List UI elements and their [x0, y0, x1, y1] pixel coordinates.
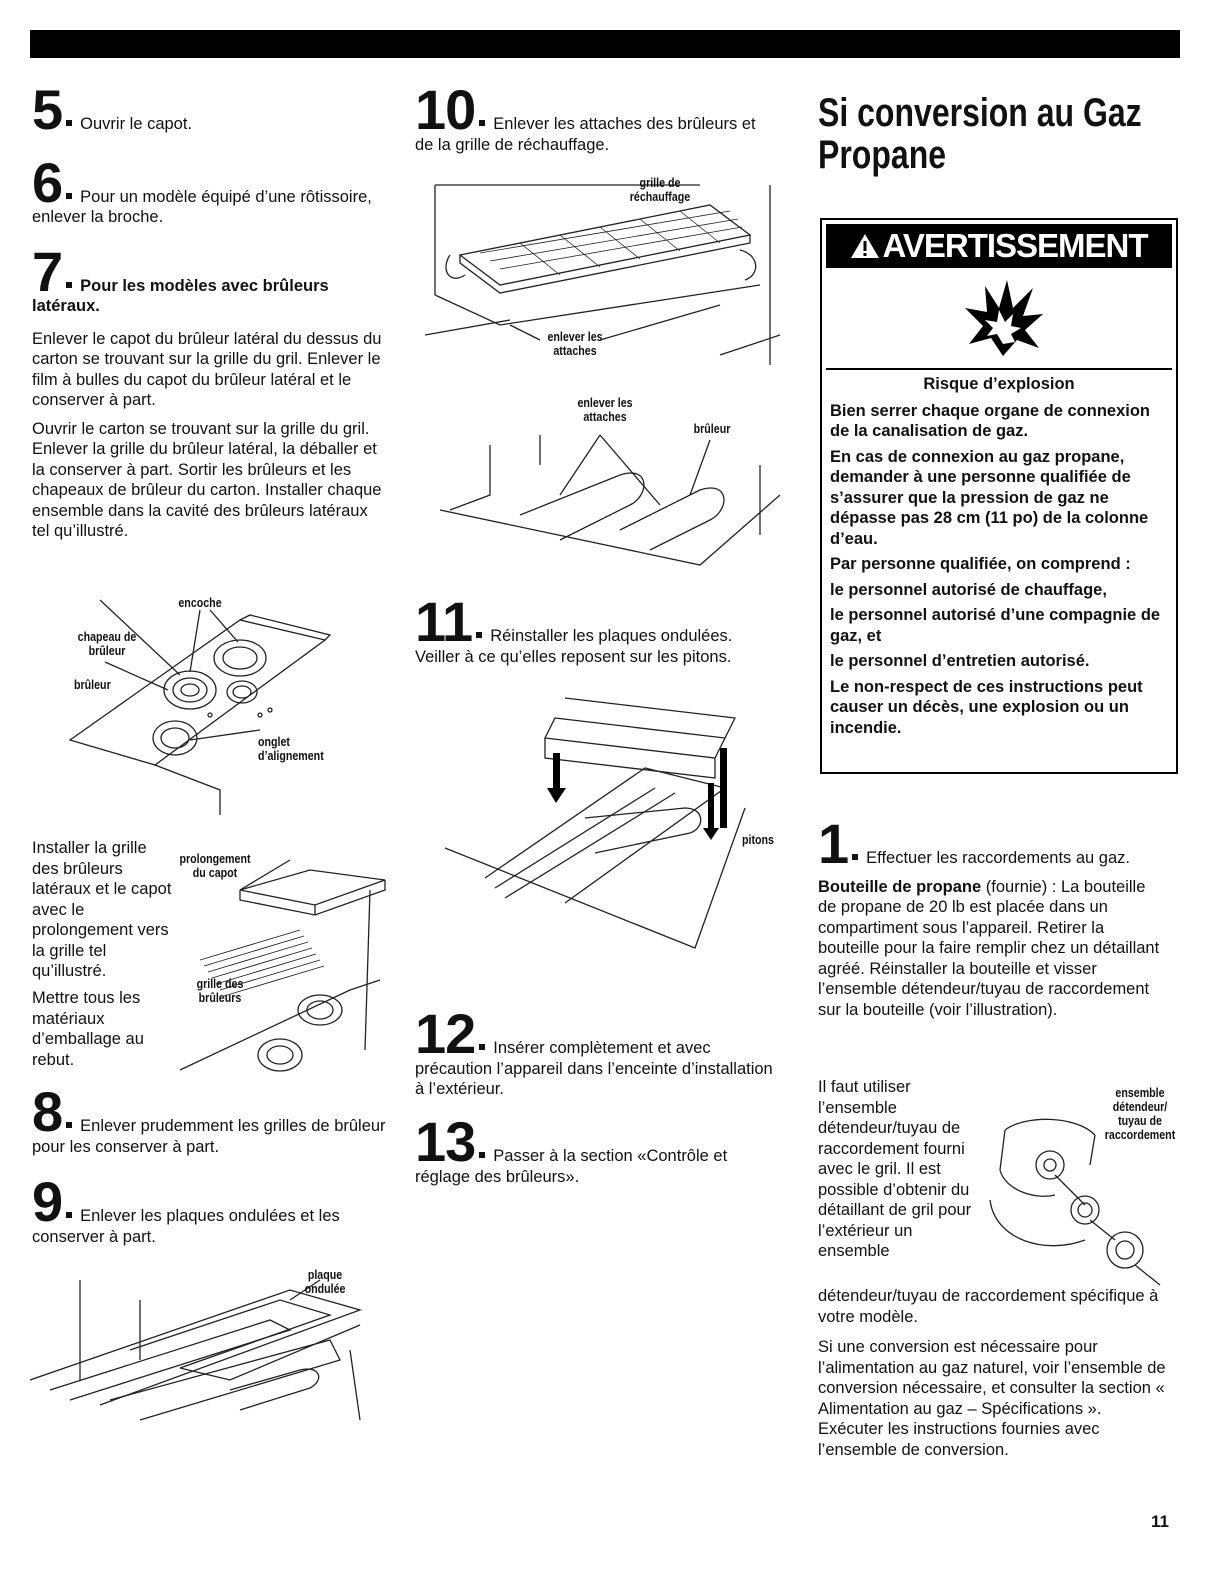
step-number: 6 — [32, 150, 63, 214]
bullet-icon — [479, 120, 486, 127]
column-right: Si conversion au Gaz Propane — [818, 92, 1180, 176]
warning-line-5: le personnel autorisé d’une compagnie de… — [830, 606, 1161, 645]
ensemble-paragraph-a: Il faut utiliser l’ensemble détendeur/tu… — [818, 1078, 972, 1260]
step-text: Passer à la section «Contrôle et réglage… — [415, 1147, 728, 1186]
warning-line-4: le personnel autorisé de chauffage, — [830, 580, 1107, 599]
step-number: 10 — [415, 78, 476, 141]
warning-line-2: En cas de connexion au gaz propane, dema… — [830, 447, 1149, 548]
step-number: 7 — [32, 239, 63, 303]
label-encoche: encoche — [178, 595, 222, 610]
ensemble-paragraph-b: détendeur/tuyau de raccordement spécifiq… — [818, 1287, 1159, 1326]
bullet-icon — [66, 192, 73, 199]
step-number: 1 — [818, 812, 849, 875]
bottle-text: (fournie) : La bouteille de propane de 2… — [818, 877, 1160, 1019]
step-text: Effectuer les raccordements au gaz. — [866, 849, 1130, 867]
bullet-icon — [66, 1212, 73, 1219]
step-text: Enlever les plaques ondulées et les cons… — [32, 1207, 340, 1246]
step-text: Enlever prudemment les grilles de brûleu… — [32, 1117, 386, 1156]
step-7-paragraph-4: Mettre tous les matériaux d’emballage au… — [32, 989, 144, 1069]
step-number: 8 — [32, 1080, 63, 1143]
label-prolongement-du-capot: prolongement du capot — [179, 851, 251, 880]
step-text: Pour un modèle équipé d’une rôtissoire, … — [32, 187, 372, 227]
warning-line-7: Le non-respect de ces instructions peut … — [830, 677, 1143, 737]
bullet-icon — [66, 1122, 73, 1129]
label-grille-des-bruleurs: grille des brûleurs — [196, 976, 244, 1005]
warning-risk: Risque d’explosion — [923, 375, 1075, 393]
warning-icon-area — [826, 268, 1172, 370]
step-text: Enlever les attaches des brûleurs et de … — [415, 115, 756, 154]
bullet-icon — [476, 632, 483, 639]
warning-line-3: Par personne qualifiée, on comprend : — [830, 555, 1131, 573]
warning-triangle-icon — [851, 234, 880, 258]
warning-text: Risque d’explosion Bien serrer chaque or… — [822, 370, 1176, 738]
bullet-icon — [852, 854, 859, 861]
step-number: 5 — [32, 78, 63, 141]
step-text: Ouvrir le capot. — [80, 115, 193, 133]
step-text: Insérer complètement et avec précaution … — [415, 1039, 773, 1098]
label-onglet-alignement: onglet d’alignement — [258, 734, 324, 763]
conversion-paragraph: Si une conversion est nécessaire pour l’… — [818, 1338, 1166, 1459]
label-plaque-ondulee: plaque ondulée — [304, 1267, 346, 1296]
step-7-paragraph-2: Ouvrir le carton se trouvant sur la gril… — [32, 419, 382, 541]
step-number: 9 — [32, 1170, 63, 1233]
step-number: 12 — [415, 1002, 476, 1065]
bullet-icon — [479, 1152, 486, 1159]
bullet-icon — [66, 281, 73, 288]
step-7-paragraph-3: Installer la grille des brûleurs latérau… — [32, 839, 172, 980]
side-burner-illustration — [68, 599, 332, 815]
label-enlever-les-attaches-1: enlever les attaches — [547, 329, 603, 358]
label-chapeau-de-bruleur: chapeau de brûleur — [77, 629, 137, 658]
bullet-icon — [66, 120, 73, 127]
label-ensemble-detendeur: ensemble détendeur/ tuyau de raccordemen… — [1104, 1085, 1176, 1142]
explosion-icon — [965, 280, 1043, 356]
bullet-icon — [479, 1044, 486, 1051]
warning-title: AVERTISSEMENT — [882, 227, 1148, 264]
warning-box: AVERTISSEMENT Risque d’explosion Bien se… — [820, 218, 1178, 774]
label-pitons: pitons — [742, 832, 774, 847]
step-number: 11 — [415, 590, 473, 653]
page-number: 11 — [1151, 1512, 1169, 1531]
warning-line-6: le personnel d’entretien autorisé. — [830, 652, 1090, 670]
reinstall-plates-illustration — [444, 697, 746, 949]
corrugated-plate-illustration — [30, 1279, 363, 1421]
burner-grate-illustration — [179, 859, 386, 1072]
bottle-label: Bouteille de propane — [818, 877, 982, 896]
section-title: Si conversion au Gaz Propane — [818, 91, 1142, 177]
label-bruleur: brûleur — [74, 677, 111, 692]
label-grille-de-rechauffage: grille de réchauffage — [629, 175, 691, 204]
warning-header: AVERTISSEMENT — [826, 224, 1172, 268]
step-text: Réinstaller les plaques ondulées. Veille… — [415, 627, 733, 666]
step-heading: Pour les modèles avec brûleurs latéraux. — [32, 276, 329, 316]
warning-line-1: Bien serrer chaque organe de connexion d… — [830, 401, 1151, 441]
label-bruleur-2: brûleur — [693, 421, 731, 436]
step-7-paragraph-1: Enlever le capot du brûleur latéral du d… — [32, 329, 382, 410]
label-enlever-les-attaches-2: enlever les attaches — [577, 395, 633, 424]
regulator-illustration — [989, 1118, 1161, 1286]
step-number: 13 — [415, 1110, 476, 1173]
header-bar — [30, 30, 1180, 58]
warming-grate-illustration — [424, 184, 781, 566]
